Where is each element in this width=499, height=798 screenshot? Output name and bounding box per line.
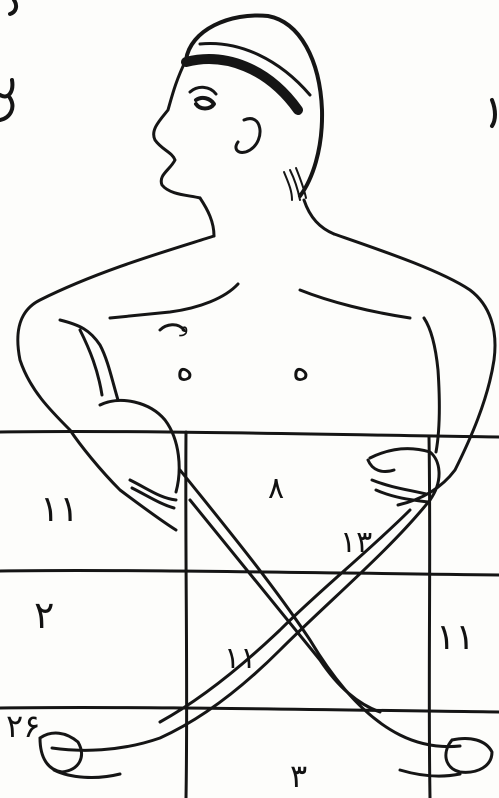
legs	[40, 470, 492, 777]
numeral-center-middle: ۱۱	[224, 644, 256, 674]
head	[154, 15, 334, 236]
neck-front	[200, 198, 214, 236]
numeral-left-middle: ۲	[34, 596, 54, 634]
eye	[196, 98, 214, 109]
breast-mark-left: ه	[176, 352, 194, 386]
brow	[190, 87, 216, 94]
numeral-center-right-top: ۱۳	[340, 528, 372, 558]
grid-line-h3	[0, 707, 499, 712]
face-profile	[154, 60, 200, 198]
right-leg-outer	[52, 500, 430, 750]
grid-line-v1	[186, 432, 187, 798]
numeral-center-top: ۸	[268, 474, 284, 504]
right-arm-inner	[424, 318, 439, 452]
numeral-left-top: ۱۱	[40, 492, 79, 528]
left-leg-outer	[180, 470, 460, 747]
numeral-right-middle: ۱۱	[436, 620, 475, 656]
numeral-left-bottom: ۲۶	[6, 710, 40, 742]
numeral-center-bottom: ۳	[290, 760, 307, 792]
neck-back	[304, 200, 334, 234]
breast-mark-right: ه	[292, 352, 310, 386]
right-foot	[446, 739, 492, 773]
ear	[236, 119, 260, 153]
right-shoulder-arm	[334, 234, 495, 505]
left-hand	[100, 400, 179, 492]
torso	[18, 234, 495, 530]
breast-mark-small: ﻭ	[180, 318, 189, 336]
left-arm-inner	[60, 320, 118, 400]
left-foot	[40, 733, 81, 772]
